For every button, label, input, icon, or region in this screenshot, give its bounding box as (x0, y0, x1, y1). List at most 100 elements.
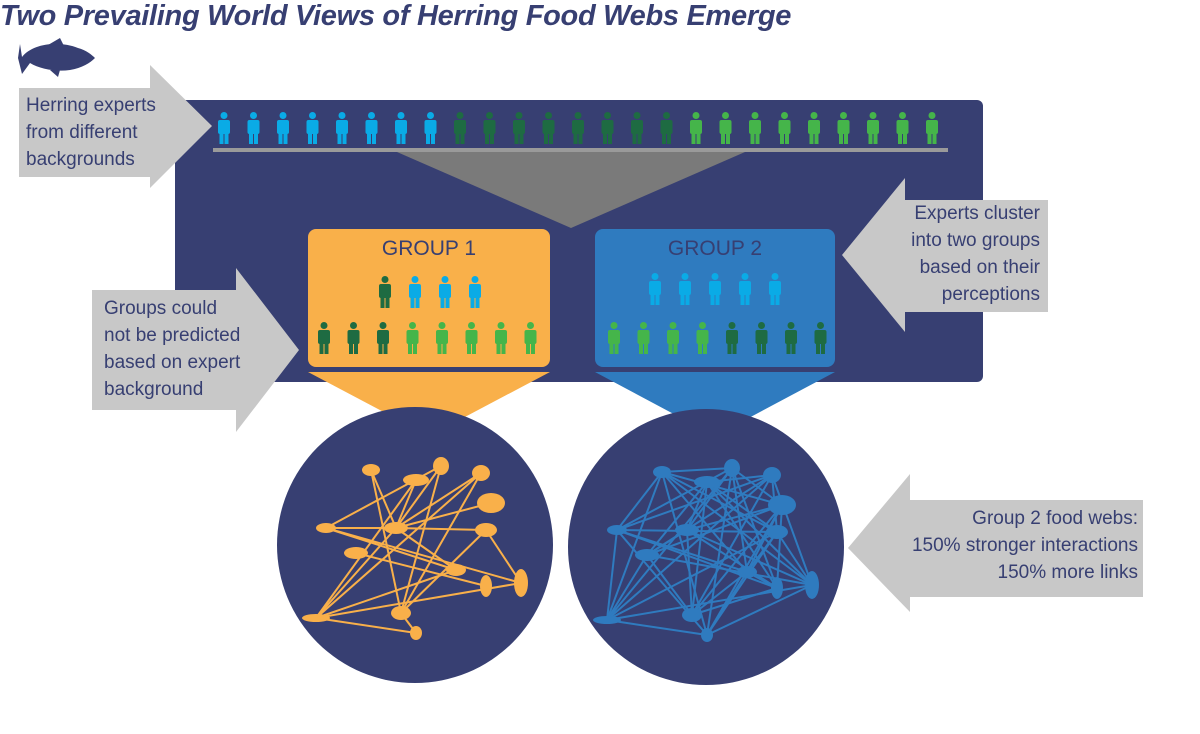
person-icon (469, 276, 481, 308)
callout-line: background (104, 379, 204, 400)
organism-silhouette-icon (682, 608, 702, 622)
food-web-link (400, 472, 482, 614)
food-web-link (606, 619, 708, 636)
person-icon (365, 112, 378, 144)
person-icon (749, 112, 761, 144)
organism-silhouette-icon (771, 577, 783, 599)
organism-silhouette-icon (344, 547, 368, 559)
person-icon (679, 273, 691, 305)
food-web-link (400, 465, 442, 614)
person-icon (524, 322, 537, 354)
person-icon (513, 112, 525, 144)
person-icon (690, 112, 702, 144)
food-web-link (661, 467, 733, 473)
organism-silhouette-icon (763, 467, 781, 483)
experts (218, 112, 938, 354)
organism-silhouette-icon (607, 525, 627, 535)
organism-silhouette-icon (316, 523, 336, 533)
food-web-link (616, 471, 663, 531)
person-icon (218, 112, 230, 144)
organism-silhouette-icon (766, 525, 788, 539)
group-2-food-web-circle (568, 409, 844, 685)
callout-line: 150% stronger interactions (911, 535, 1138, 556)
food-web-link (706, 481, 778, 533)
person-icon (755, 322, 768, 354)
food-web-link (686, 529, 693, 616)
food-web-link (315, 569, 457, 619)
callout-line: not be predicted (104, 325, 241, 346)
person-icon (637, 322, 650, 354)
person-icon (572, 112, 584, 144)
group-1-food-web (302, 457, 528, 640)
food-web-link (606, 474, 773, 621)
food-web-link (731, 467, 778, 589)
person-icon (814, 322, 827, 354)
person-icon (778, 112, 791, 144)
food-web-link (606, 471, 663, 621)
organism-silhouette-icon (653, 466, 671, 478)
food-web-link (691, 571, 748, 616)
food-web-link (395, 465, 442, 529)
food-web-link (706, 584, 813, 636)
person-icon (926, 112, 938, 144)
person-icon (542, 112, 555, 144)
food-web-link (315, 479, 417, 619)
group-2-box (595, 229, 835, 367)
person-icon (306, 112, 319, 144)
food-web-link (686, 529, 778, 589)
person-icon (769, 273, 781, 305)
person-icon (726, 322, 738, 354)
group-1-header: GROUP 1 (308, 229, 550, 269)
callout-experts: Herring experts from different backgroun… (26, 92, 156, 173)
group-2-title: GROUP 2 (667, 237, 763, 260)
food-web-link (395, 472, 482, 529)
person-icon (631, 112, 643, 144)
person-icon (454, 112, 466, 144)
food-web-link (395, 479, 417, 529)
person-icon (436, 322, 448, 354)
arrow-experts (19, 65, 212, 188)
callout-line: into two groups (911, 230, 1040, 251)
fish-icon (18, 38, 95, 77)
organism-silhouette-icon (635, 549, 659, 561)
food-web-link (691, 474, 773, 616)
organism-silhouette-icon (480, 575, 492, 597)
person-icon (719, 112, 732, 144)
person-icon (439, 276, 451, 308)
food-web-link (485, 529, 522, 584)
food-web-link (606, 531, 778, 621)
organism-silhouette-icon (362, 464, 380, 476)
person-icon (867, 112, 879, 144)
person-icon (601, 112, 614, 144)
organism-silhouette-icon (805, 571, 819, 599)
callout-predict: Groups could not be predicted based on e… (104, 295, 240, 403)
food-web-link (370, 469, 402, 614)
food-web-link (616, 529, 778, 589)
food-web-link (686, 504, 783, 531)
food-web-link (686, 529, 813, 586)
food-web-link (691, 587, 778, 616)
person-icon (483, 112, 496, 144)
organism-silhouette-icon (475, 523, 497, 537)
food-web-link (315, 472, 482, 619)
callout-line: Herring experts (26, 95, 156, 116)
person-icon (495, 322, 507, 354)
person-icon (808, 112, 820, 144)
food-web-link (395, 527, 487, 531)
food-web-link (646, 554, 813, 586)
food-web-link (646, 554, 693, 616)
food-web-link (661, 471, 783, 506)
organism-silhouette-icon (701, 628, 713, 642)
organism-silhouette-icon (675, 524, 699, 536)
person-icon (379, 276, 391, 308)
food-web-link (325, 527, 457, 571)
person-icon (318, 322, 330, 354)
funnel (397, 152, 745, 228)
callout-line: perceptions (941, 284, 1040, 305)
person-icon (465, 322, 478, 354)
organism-silhouette-icon (384, 522, 408, 534)
food-web-link (606, 529, 618, 621)
callout-cluster: Experts cluster into two groups based on… (880, 200, 1040, 308)
person-icon (336, 112, 348, 144)
person-icon (739, 273, 751, 305)
